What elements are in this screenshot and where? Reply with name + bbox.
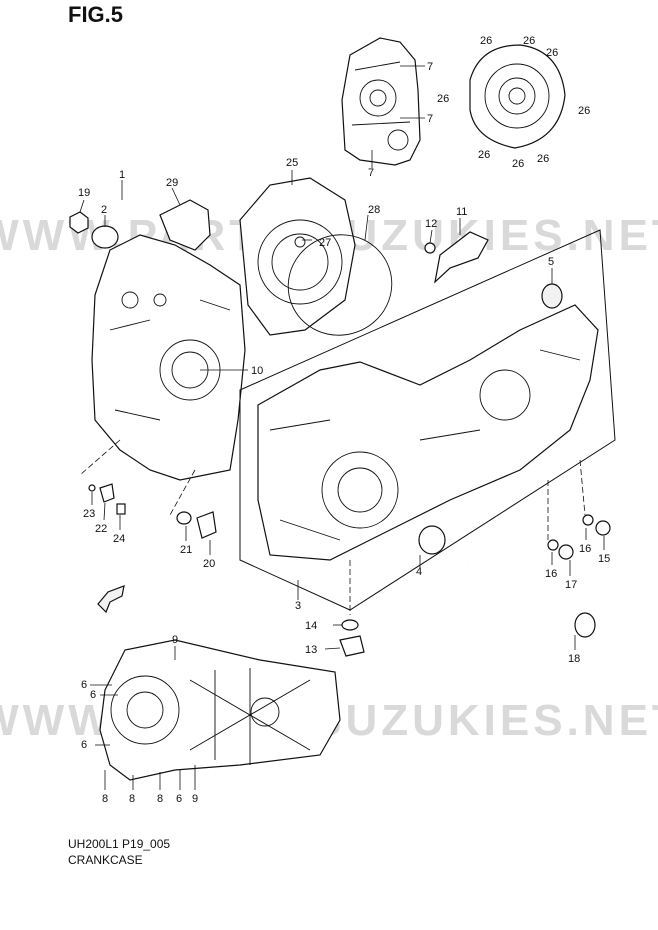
callout-19: 19 xyxy=(78,187,90,199)
drain-gasket-illustration xyxy=(341,619,359,631)
gasket-21-illustration xyxy=(176,511,192,525)
callout-7a: 7 xyxy=(427,61,433,73)
callout-14: 14 xyxy=(305,620,317,632)
right-cover-ring-illustration xyxy=(469,44,566,149)
callout-8c: 8 xyxy=(157,793,163,805)
callout-22: 22 xyxy=(95,523,107,535)
callout-17: 17 xyxy=(565,579,577,591)
left-crankcase-illustration xyxy=(91,234,246,481)
callout-numbers: 1 2 3 4 5 6 6 6 6 7 7 7 8 8 8 9 9 10 11 … xyxy=(78,35,610,805)
cover-gasket-illustration xyxy=(287,234,393,336)
callout-8a: 8 xyxy=(102,793,108,805)
callout-27: 27 xyxy=(319,237,331,249)
callout-6a: 6 xyxy=(81,679,87,691)
callout-26h: 26 xyxy=(537,153,549,165)
callout-5: 5 xyxy=(548,256,554,268)
callout-18: 18 xyxy=(568,653,580,665)
callout-13: 13 xyxy=(305,644,317,656)
leader-lines xyxy=(79,65,605,790)
callout-16b: 16 xyxy=(545,568,557,580)
lower-cover-illustration xyxy=(99,639,341,781)
callout-28: 28 xyxy=(368,204,380,216)
callout-11: 11 xyxy=(456,206,467,218)
washer-16b-illustration xyxy=(547,539,559,551)
callout-6c: 6 xyxy=(81,739,87,751)
callout-26g: 26 xyxy=(512,158,524,170)
callout-26d: 26 xyxy=(437,93,449,105)
callout-3: 3 xyxy=(295,600,301,612)
drain-plug-illustration xyxy=(339,635,365,657)
callout-21: 21 xyxy=(180,544,192,556)
callout-29: 29 xyxy=(166,177,178,189)
callout-12: 12 xyxy=(425,218,437,230)
callout-26a: 26 xyxy=(480,35,492,47)
callout-26e: 26 xyxy=(578,105,590,117)
pipe-24-illustration xyxy=(116,503,126,515)
callout-26c: 26 xyxy=(546,47,558,59)
figure-title: FIG.5 xyxy=(68,2,124,27)
plug-20-illustration xyxy=(196,511,217,539)
callout-7b: 7 xyxy=(427,113,433,125)
callout-2: 2 xyxy=(101,204,107,216)
diagram-code: UH200L1 P19_005 xyxy=(68,837,171,851)
callout-26b: 26 xyxy=(523,35,535,47)
plate-bolt-illustration xyxy=(424,242,436,254)
callout-6b: 6 xyxy=(90,689,96,701)
callout-20: 20 xyxy=(203,558,215,570)
callout-9b: 9 xyxy=(192,793,198,805)
bracket-plate-illustration xyxy=(434,231,489,284)
bearing-right-illustration xyxy=(418,525,446,555)
forward-direction-arrow xyxy=(97,585,125,614)
diagram-name: CRANKCASE xyxy=(68,853,143,867)
callout-7c: 7 xyxy=(368,167,374,179)
o-ring-23-illustration xyxy=(88,484,96,492)
right-crankcase-illustration xyxy=(257,304,599,561)
washer-16-illustration xyxy=(582,514,594,526)
stator-cover-illustration xyxy=(341,37,421,166)
callout-9a: 9 xyxy=(172,634,178,646)
stud-bolt-illustration xyxy=(467,560,596,638)
callout-16a: 16 xyxy=(579,543,591,555)
duct-illustration xyxy=(159,199,211,251)
callout-8b: 8 xyxy=(129,793,135,805)
bearing-left-illustration xyxy=(91,225,119,249)
callout-1: 1 xyxy=(119,169,125,181)
callout-26f: 26 xyxy=(478,149,490,161)
jet-22-illustration xyxy=(99,483,115,503)
right-crankcase-frame xyxy=(239,229,616,611)
callout-23: 23 xyxy=(83,508,95,520)
bushing-illustration xyxy=(541,283,563,309)
assembly-dashed-lines xyxy=(79,439,586,615)
callout-24: 24 xyxy=(113,533,125,545)
callout-4: 4 xyxy=(416,566,422,578)
callout-25: 25 xyxy=(286,157,298,169)
bolt-15-illustration xyxy=(595,520,611,536)
callout-10: 10 xyxy=(251,365,263,377)
callout-15: 15 xyxy=(598,553,610,565)
callout-6d: 6 xyxy=(176,793,182,805)
bolt-17-illustration xyxy=(558,544,574,560)
